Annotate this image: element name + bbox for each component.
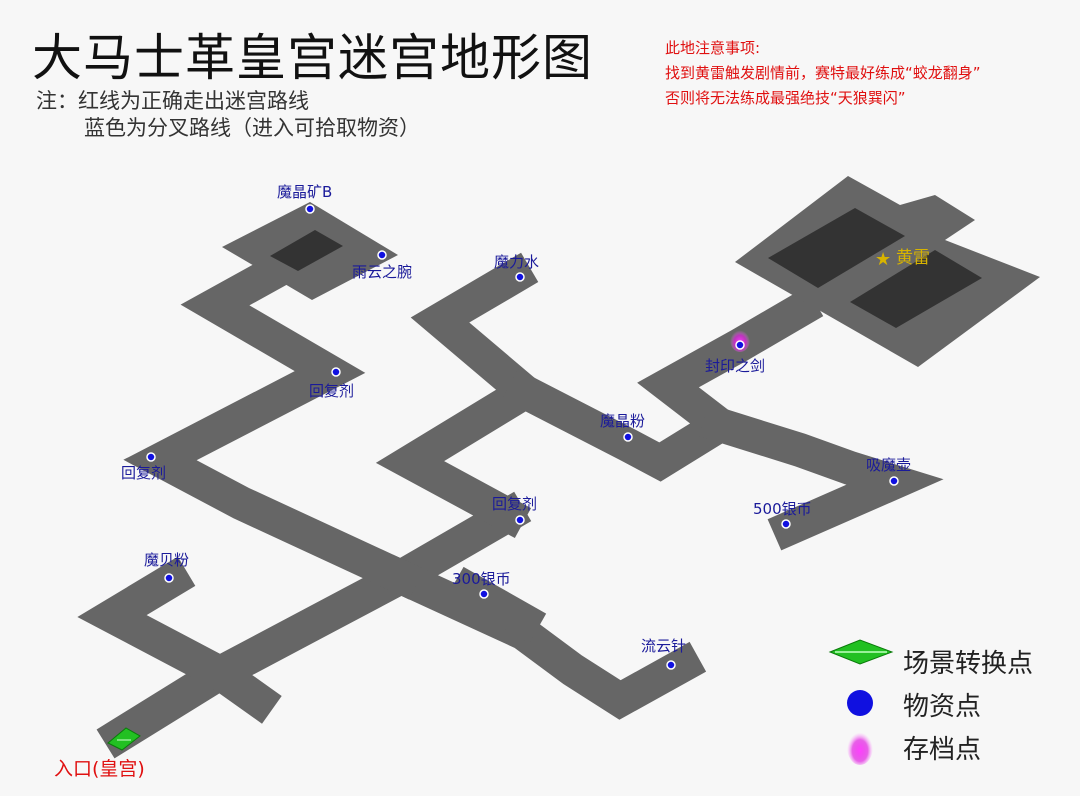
item-label: 魔力水: [494, 253, 539, 271]
room-northwest-pit: [270, 230, 343, 271]
warning-heading: 此地注意事项:: [665, 39, 761, 57]
legend-item-icon: [847, 690, 873, 716]
corridor-mobeifen: [77, 556, 282, 724]
legend-item-label: 物资点: [903, 692, 982, 722]
corridor-x-upper-left: [123, 234, 424, 600]
item-dot[interactable]: [331, 367, 341, 377]
legend-save-icon: [847, 729, 873, 765]
warning-note: 此地注意事项: 找到黄雷触发剧情前，赛特最好练成“蛟龙翻身” 否则将无法练成最强…: [665, 36, 981, 111]
corridor-east: [698, 403, 944, 551]
star-icon: ★: [875, 249, 891, 270]
item-dot[interactable]: [515, 515, 525, 525]
item-dot[interactable]: [889, 476, 899, 486]
route-note: 注：红线为正确走出迷宫路线 蓝色为分叉路线（进入可拾取物资）: [36, 88, 420, 142]
corridors: [77, 234, 944, 759]
item-label: 回复剂: [309, 382, 354, 400]
item-label: 魔晶粉: [600, 412, 645, 430]
item-label: 500银币: [753, 500, 812, 518]
corridor-300: [446, 566, 547, 644]
room-northeast: [735, 176, 1040, 367]
legend-transfer-icon: [828, 639, 894, 665]
room-northeast-pit-1: [768, 208, 905, 288]
item-label: 回复剂: [121, 464, 166, 482]
legend-transfer-label: 场景转换点: [903, 649, 1034, 679]
entrance-transfer-icon[interactable]: [107, 727, 141, 751]
legend-save-label: 存档点: [903, 735, 982, 765]
item-label: 吸魔壶: [866, 456, 911, 474]
item-label: 魔晶矿B: [277, 183, 332, 201]
warning-line-2: 否则将无法练成最强绝技“天狼巽闪”: [665, 89, 906, 107]
item-label: 封印之剑: [705, 357, 765, 375]
item-dot[interactable]: [515, 272, 525, 282]
item-dot[interactable]: [164, 573, 174, 583]
item-label: 回复剂: [492, 495, 537, 513]
item-dot[interactable]: [305, 204, 315, 214]
item-dot[interactable]: [666, 660, 676, 670]
corridor-entrance-main: [96, 491, 532, 759]
item-label: 雨云之腕: [352, 263, 412, 281]
map-title: 大马士革皇宫迷宫地形图: [32, 29, 593, 87]
item-dot[interactable]: [146, 452, 156, 462]
item-dot[interactable]: [479, 589, 489, 599]
boss-label: 黄雷: [896, 248, 930, 268]
item-dot[interactable]: [735, 340, 745, 350]
item-label: 流云针: [641, 637, 686, 655]
item-dots: [146, 204, 899, 670]
entrance-label: 入口(皇宫): [54, 758, 145, 780]
item-dot[interactable]: [623, 432, 633, 442]
item-dot[interactable]: [781, 519, 791, 529]
warning-line-1: 找到黄雷触发剧情前，赛特最好练成“蛟龙翻身”: [665, 64, 981, 82]
room-northeast-pit-2: [850, 250, 982, 328]
item-label: 魔贝粉: [144, 551, 189, 569]
item-label: 300银币: [452, 570, 511, 588]
save-point-icon[interactable]: [730, 328, 750, 352]
note-line-2: 蓝色为分叉路线（进入可拾取物资）: [84, 116, 420, 140]
item-dot[interactable]: [377, 250, 387, 260]
note-line-1: 注：红线为正确走出迷宫路线: [36, 89, 309, 113]
